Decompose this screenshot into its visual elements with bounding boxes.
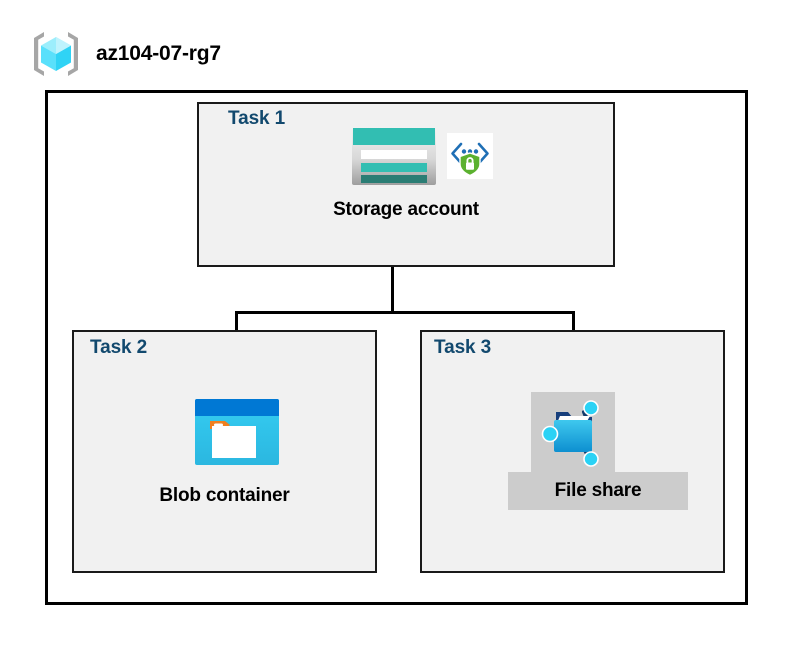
resource-group-header: az104-07-rg7 bbox=[30, 28, 221, 80]
secure-endpoint-shield-icon bbox=[447, 133, 493, 179]
file-share-folder-icon bbox=[536, 396, 610, 468]
file-share-label: File share bbox=[508, 472, 688, 510]
resource-group-name: az104-07-rg7 bbox=[96, 42, 221, 65]
task-2-label: Task 2 bbox=[90, 337, 148, 358]
storage-account-icon bbox=[351, 126, 437, 186]
task-1-label: Task 1 bbox=[228, 108, 286, 129]
resource-group-cube-icon bbox=[34, 32, 78, 76]
connector-storage-trunk bbox=[391, 224, 394, 314]
blob-container-icon bbox=[192, 396, 282, 468]
connector-horizontal-bus bbox=[235, 311, 575, 314]
storage-account-label: Storage account bbox=[333, 199, 479, 220]
blob-container-label: Blob container bbox=[159, 485, 290, 506]
task-3-label: Task 3 bbox=[434, 337, 492, 358]
